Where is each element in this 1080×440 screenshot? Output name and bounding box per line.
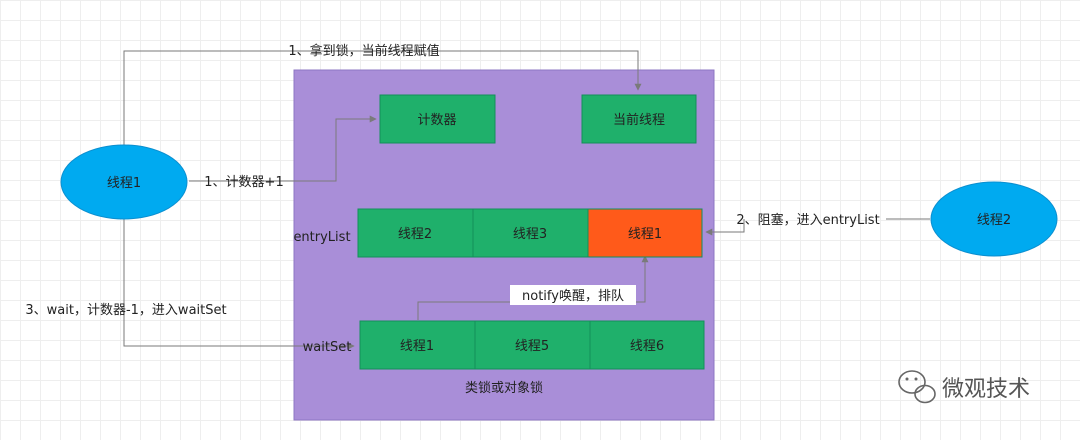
notify-label-bg: [510, 285, 636, 305]
entrylist-cell-1-label: 线程2: [398, 227, 432, 242]
entrylist-cell-2: [472, 208, 589, 258]
waitset-cell-2: [474, 320, 591, 370]
counter-box: [379, 94, 496, 144]
waitset-label: waitSet: [303, 340, 352, 355]
edge-label-blocked: 2、阻塞，进入entryList: [736, 212, 879, 228]
wechat-icon: [898, 370, 936, 404]
edge-acquire-lock: [123, 50, 642, 145]
entrylist-cell-3-active: [587, 208, 703, 258]
edge-label-acquire-lock: 1、拿到锁，当前线程赋值: [288, 43, 439, 59]
current-thread-box: [581, 94, 697, 144]
counter-label: 计数器: [417, 113, 456, 128]
waitset-cell-1-label: 线程1: [400, 339, 434, 354]
thread-1-ellipse: [60, 144, 188, 220]
watermark-text: 微观技术: [942, 377, 1030, 402]
thread-2-ellipse: [930, 181, 1058, 257]
entrylist-label: entryList: [293, 230, 350, 245]
entrylist-cell-2-label: 线程3: [513, 227, 547, 242]
waitset-cell-1: [359, 320, 476, 370]
edge-label-wait: 3、wait，计数器-1，进入waitSet: [25, 303, 226, 318]
entrylist-cell-3-label: 线程1: [628, 227, 662, 242]
edge-blocked-left: [705, 219, 745, 236]
edge-counter-increment: [189, 115, 377, 182]
waitset-cell-3-label: 线程6: [630, 339, 664, 354]
waitset-cell-2-label: 线程5: [515, 339, 549, 354]
edge-wait: [123, 219, 355, 350]
waitset-cell-3: [589, 320, 705, 370]
edge-label-notify: notify唤醒，排队: [522, 289, 624, 304]
thread-2-label: 线程2: [977, 213, 1011, 228]
current-thread-label: 当前线程: [613, 112, 665, 128]
edge-label-counter-increment: 1、计数器+1: [204, 175, 283, 190]
entrylist-cell-1: [357, 208, 474, 258]
container-label: 类锁或对象锁: [465, 380, 543, 396]
thread-1-label: 线程1: [107, 176, 141, 191]
